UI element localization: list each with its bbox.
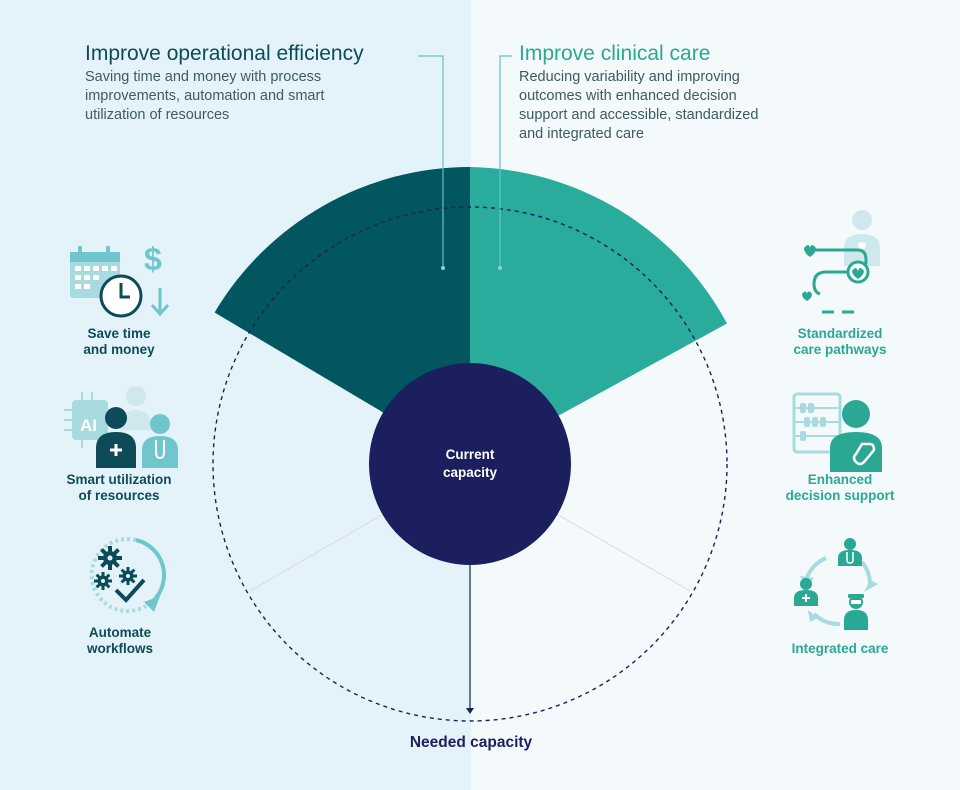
automate-workflows-label: Automate workflows <box>86 625 153 656</box>
svg-text:$: $ <box>144 241 162 277</box>
operational-efficiency-heading: Improve operational efficiency <box>85 42 364 65</box>
clinical-care-description: Reducing variability and improving outco… <box>519 69 759 142</box>
integrated-care-label: Integrated care <box>791 641 889 656</box>
current-capacity-label: Current capacity <box>442 447 498 480</box>
abacus-doctor-icon <box>790 392 886 472</box>
care-team-cycle-icon <box>788 536 888 634</box>
care-pathways-label: Standardized care pathways <box>793 326 887 357</box>
operational-efficiency-description: Saving time and money with process impro… <box>85 69 325 123</box>
decision-support-label: Enhanced decision support <box>785 472 895 503</box>
calendar-clock-dollar-icon: $ <box>64 236 176 320</box>
save-time-label: Save time and money <box>83 326 155 357</box>
clinical-leader-dot <box>498 266 502 270</box>
operational-leader-dot <box>441 266 445 270</box>
ai-staff-icon: AI <box>60 384 184 470</box>
operational-leader-line <box>418 55 444 268</box>
clinical-care-heading: Improve clinical care <box>519 42 711 65</box>
needed-capacity-circle <box>212 206 728 722</box>
gears-check-cycle-icon <box>76 536 167 616</box>
clinical-leader-line <box>499 55 512 268</box>
needed-capacity-label: Needed capacity <box>409 734 533 751</box>
capacity-arrowhead <box>466 708 474 714</box>
smart-utilization-label: Smart utilization of resources <box>66 472 172 503</box>
care-pathway-icon <box>796 208 888 320</box>
current-capacity-circle <box>369 363 571 565</box>
svg-text:AI: AI <box>80 416 97 435</box>
